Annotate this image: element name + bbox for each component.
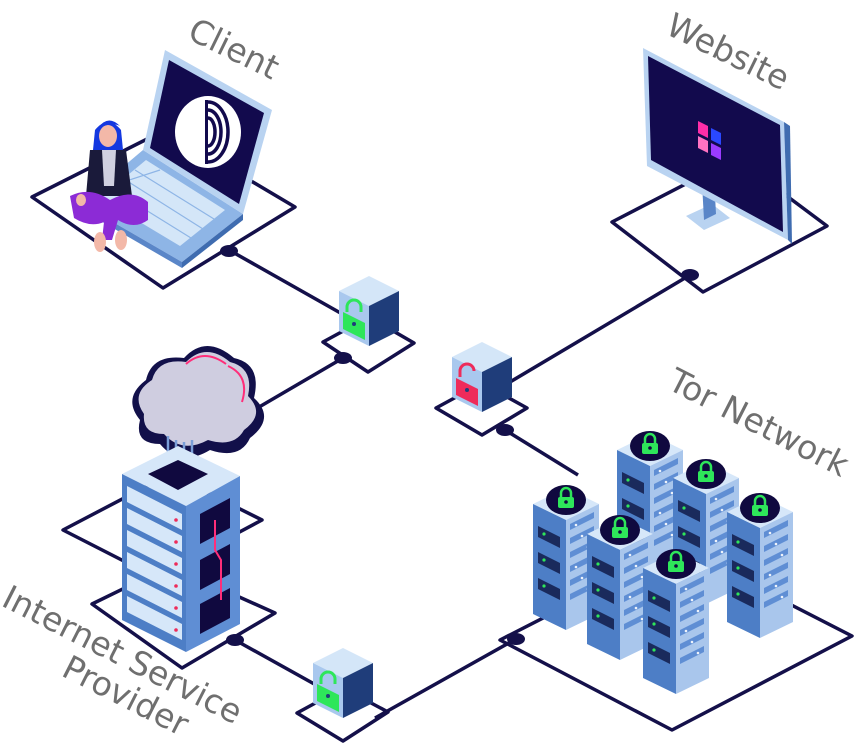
isp-node [122,346,265,652]
link-lock2-website [504,273,691,387]
website-logo-icon [698,121,721,160]
lock-cube-client-isp [339,276,399,346]
tor-relay-server [725,491,795,640]
lock-locked-icon [343,298,365,340]
link-lock3-tor [374,637,517,720]
person-avatar [70,120,148,252]
tor-onion-icon [175,96,241,168]
tor-relay-server [641,547,711,696]
lock-open-icon [456,362,478,406]
monitor-screen [648,56,783,232]
link-nodes [220,245,699,646]
link-tor-lock2 [504,428,579,477]
lock-cube-isp-tor [313,648,373,718]
lock-locked-icon [317,670,339,712]
isp-server-tower [122,446,240,652]
lock-cube-tor-website [452,342,512,412]
cloud-icon [132,346,265,458]
client-node [70,50,272,268]
link-client-lock1 [228,248,345,317]
website-node [643,48,792,244]
